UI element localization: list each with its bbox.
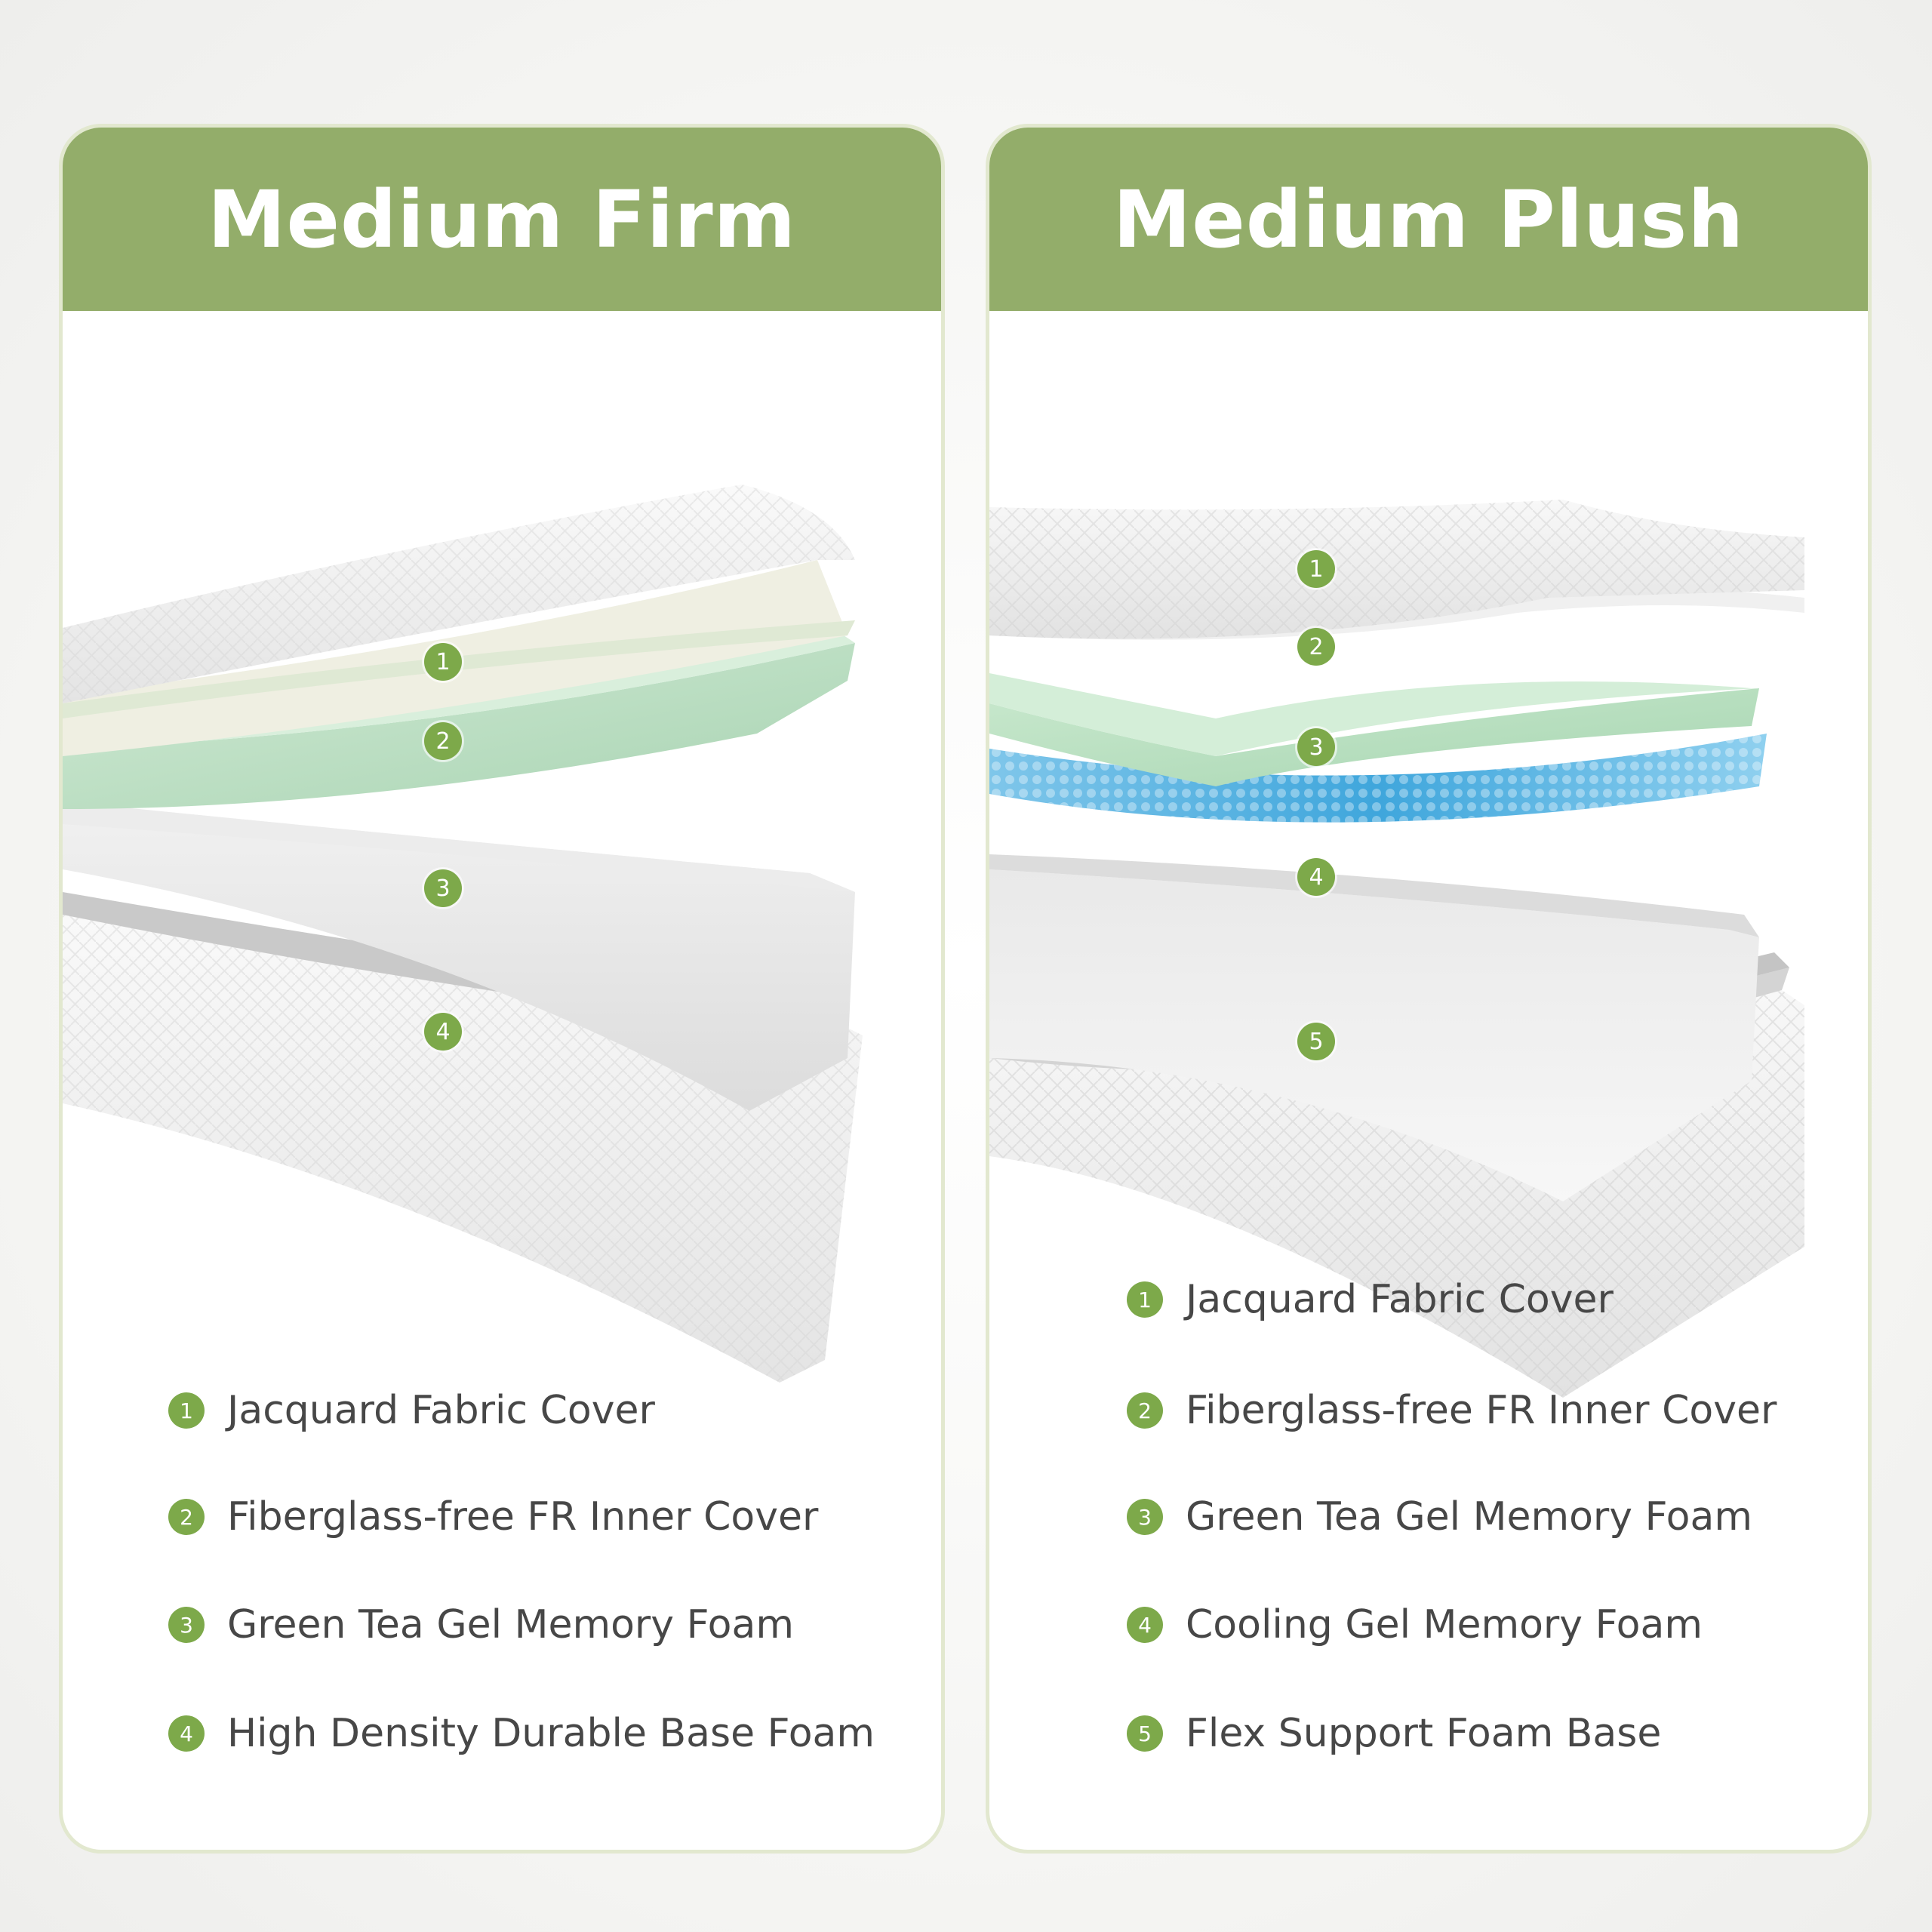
- medium-firm-header: Medium Firm: [63, 128, 941, 311]
- layer-marker-2: 2: [424, 722, 462, 760]
- legend-label: Jacquard Fabric Cover: [227, 1388, 655, 1433]
- legend-item: 4 High Density Durable Base Foam: [168, 1711, 875, 1756]
- legend-number: 5: [1127, 1715, 1163, 1752]
- legend-item: 1 Jacquard Fabric Cover: [1127, 1277, 1614, 1322]
- layer-marker-3: 3: [1297, 728, 1335, 766]
- legend-number: 2: [1127, 1392, 1163, 1429]
- legend-item: 4 Cooling Gel Memory Foam: [1127, 1602, 1703, 1647]
- legend-item: 2 Fiberglass-free FR Inner Cover: [168, 1494, 818, 1540]
- layer-marker-3: 3: [424, 869, 462, 907]
- layer-marker-1: 1: [424, 643, 462, 681]
- legend-number: 1: [168, 1392, 205, 1429]
- layer-marker-1: 1: [1297, 550, 1335, 588]
- legend-label: Green Tea Gel Memory Foam: [227, 1602, 794, 1647]
- legend-number: 4: [1127, 1607, 1163, 1643]
- medium-firm-card: Medium Firm: [59, 124, 945, 1854]
- legend-item: 3 Green Tea Gel Memory Foam: [168, 1602, 794, 1647]
- legend-number: 2: [168, 1499, 205, 1535]
- legend-number: 4: [168, 1715, 205, 1752]
- legend-label: Cooling Gel Memory Foam: [1186, 1602, 1703, 1647]
- legend-item: 1 Jacquard Fabric Cover: [168, 1388, 655, 1433]
- medium-plush-illustration: 1 2 3 4 5: [989, 311, 1868, 1413]
- legend-number: 3: [1127, 1499, 1163, 1535]
- legend-label: Green Tea Gel Memory Foam: [1186, 1494, 1752, 1540]
- medium-firm-illustration: 1 2 3 4: [63, 311, 941, 1413]
- legend-label: Flex Support Foam Base: [1186, 1711, 1662, 1756]
- layer-marker-5: 5: [1297, 1023, 1335, 1060]
- legend-item: 2 Fiberglass-free FR Inner Cover: [1127, 1388, 1777, 1433]
- medium-plush-header: Medium Plush: [989, 128, 1868, 311]
- layer-marker-2: 2: [1297, 628, 1335, 666]
- layer-marker-4: 4: [424, 1013, 462, 1051]
- legend-label: Jacquard Fabric Cover: [1186, 1277, 1614, 1322]
- medium-plush-card: Medium Plush: [986, 124, 1872, 1854]
- mattress-layers-drawing: [63, 485, 863, 1383]
- legend-label: High Density Durable Base Foam: [227, 1711, 875, 1756]
- mattress-layers-drawing: [989, 500, 1804, 1398]
- legend-number: 3: [168, 1607, 205, 1643]
- legend-item: 3 Green Tea Gel Memory Foam: [1127, 1494, 1752, 1540]
- legend-item: 5 Flex Support Foam Base: [1127, 1711, 1661, 1756]
- legend-label: Fiberglass-free FR Inner Cover: [227, 1494, 819, 1540]
- legend-label: Fiberglass-free FR Inner Cover: [1186, 1388, 1777, 1433]
- panel-title: Medium Plush: [1112, 173, 1745, 266]
- panel-title: Medium Firm: [207, 173, 797, 266]
- layer-marker-4: 4: [1297, 858, 1335, 896]
- legend-number: 1: [1127, 1281, 1163, 1318]
